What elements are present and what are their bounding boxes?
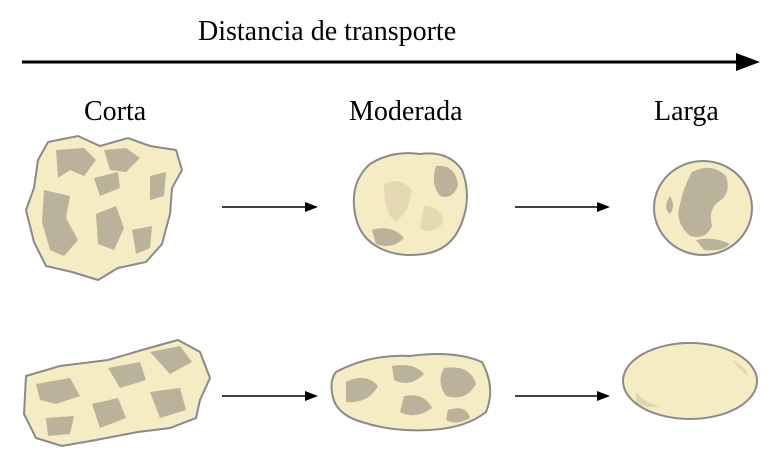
grain-rounded-equant [653,160,753,256]
grain-subrounded-equant [352,152,468,256]
stage-arrow [515,391,610,401]
grain-rounded-elongated [622,342,758,420]
grain-angular-equant [24,134,184,282]
diagram-title: Distancia de transporte [198,16,457,47]
grain-angular-elongated [22,338,212,448]
stage-arrow [222,391,318,401]
stage-label-moderate: Moderada [349,96,463,127]
stage-arrow [222,202,318,212]
transport-distance-arrow [22,53,760,71]
stage-arrow [515,202,610,212]
grain-subrounded-elongated [330,353,492,432]
stage-label-long: Larga [654,96,719,127]
stage-label-short: Corta [84,96,147,127]
